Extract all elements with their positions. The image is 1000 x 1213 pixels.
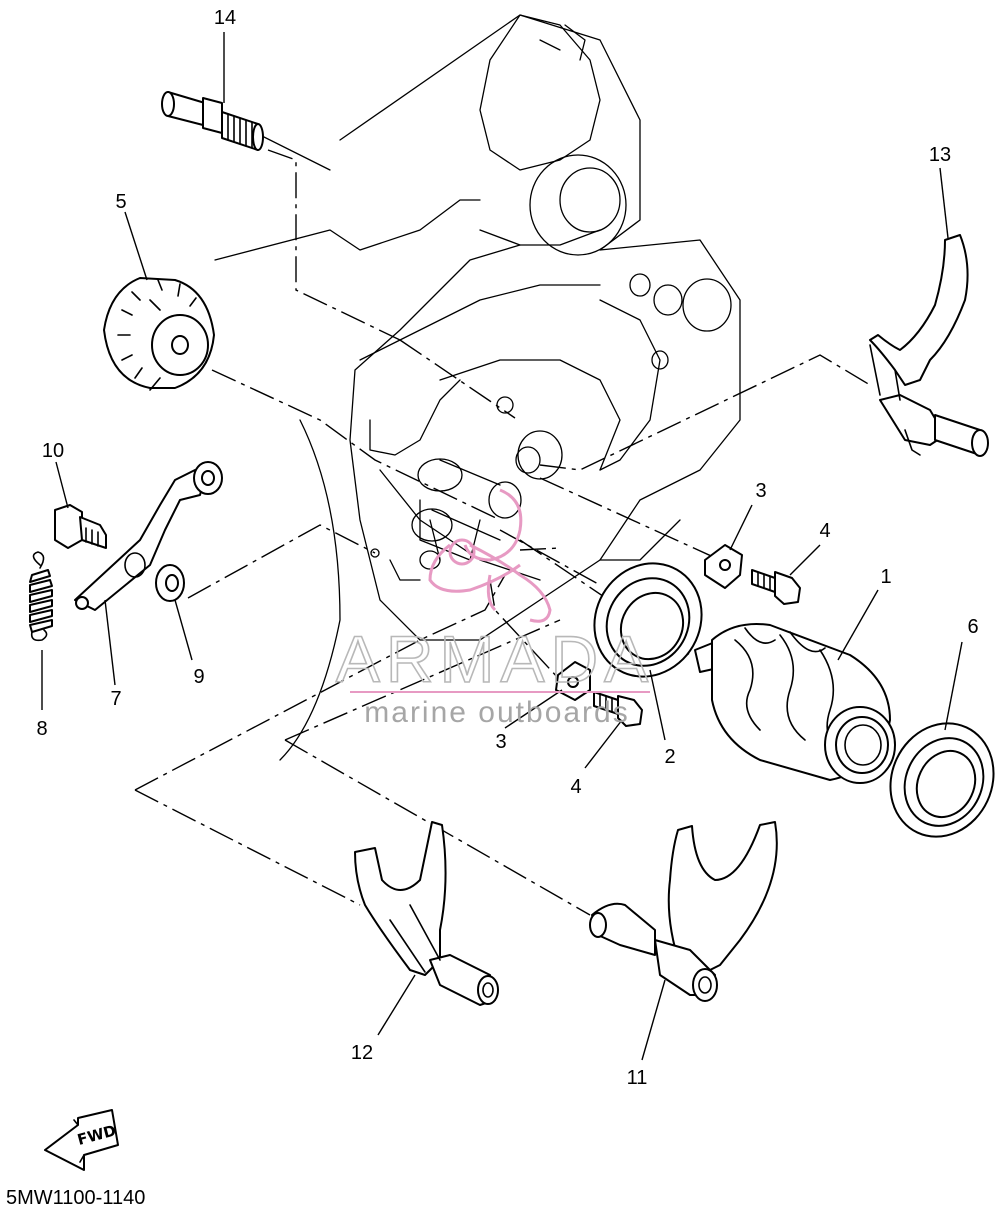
part-2-bearing [593, 562, 703, 678]
part-7-lever [74, 461, 223, 611]
callout-3-lower: 3 [495, 731, 506, 753]
callout-9: 9 [193, 666, 204, 688]
callout-2: 2 [664, 746, 675, 768]
callout-3-upper: 3 [755, 480, 766, 502]
part-6-bearing [889, 722, 995, 838]
callout-11: 11 [627, 1067, 648, 1089]
callout-10: 10 [42, 440, 64, 462]
part-9-washer [155, 564, 185, 602]
callout-4-lower: 4 [570, 776, 581, 798]
callout-labels: 1 2 3 3 4 4 5 6 7 8 9 10 11 12 13 14 [36, 7, 978, 1089]
callout-7: 7 [110, 688, 121, 710]
part-4-bolt-lower [593, 691, 643, 727]
part-1-shift-drum [694, 623, 896, 784]
armada-logo-icon [428, 488, 552, 623]
callout-6: 6 [967, 616, 978, 638]
callout-12: 12 [351, 1042, 373, 1064]
part-14-shift-pin [161, 91, 264, 151]
part-11-shift-fork [589, 821, 778, 1002]
callout-1: 1 [880, 566, 891, 588]
part-4-bolt-upper [751, 569, 801, 605]
crankcase-outline [214, 14, 741, 761]
part-12-shift-fork [354, 821, 499, 1006]
callout-8: 8 [36, 718, 47, 740]
callout-13: 13 [929, 144, 951, 166]
watermark-brand: ARMADA [336, 622, 654, 696]
fwd-arrow-icon: FWD [44, 1109, 119, 1171]
part-3-plate-upper [704, 544, 743, 589]
watermark-tagline: marine outboards [364, 696, 629, 729]
part-5-segment [103, 277, 215, 391]
leader-lines [41, 32, 963, 1061]
part-8-spring [29, 551, 53, 642]
assembly-lines [134, 149, 871, 916]
watermark: ARMADA marine outboards [335, 488, 654, 729]
part-13-shift-fork [869, 234, 989, 457]
callout-14: 14 [214, 7, 236, 29]
callout-5: 5 [115, 191, 126, 213]
callout-4-upper: 4 [819, 520, 830, 542]
diagram-reference: 5MW1100-1140 [6, 1187, 145, 1209]
part-10-bolt [54, 504, 107, 549]
part-3-plate-lower [555, 661, 591, 701]
